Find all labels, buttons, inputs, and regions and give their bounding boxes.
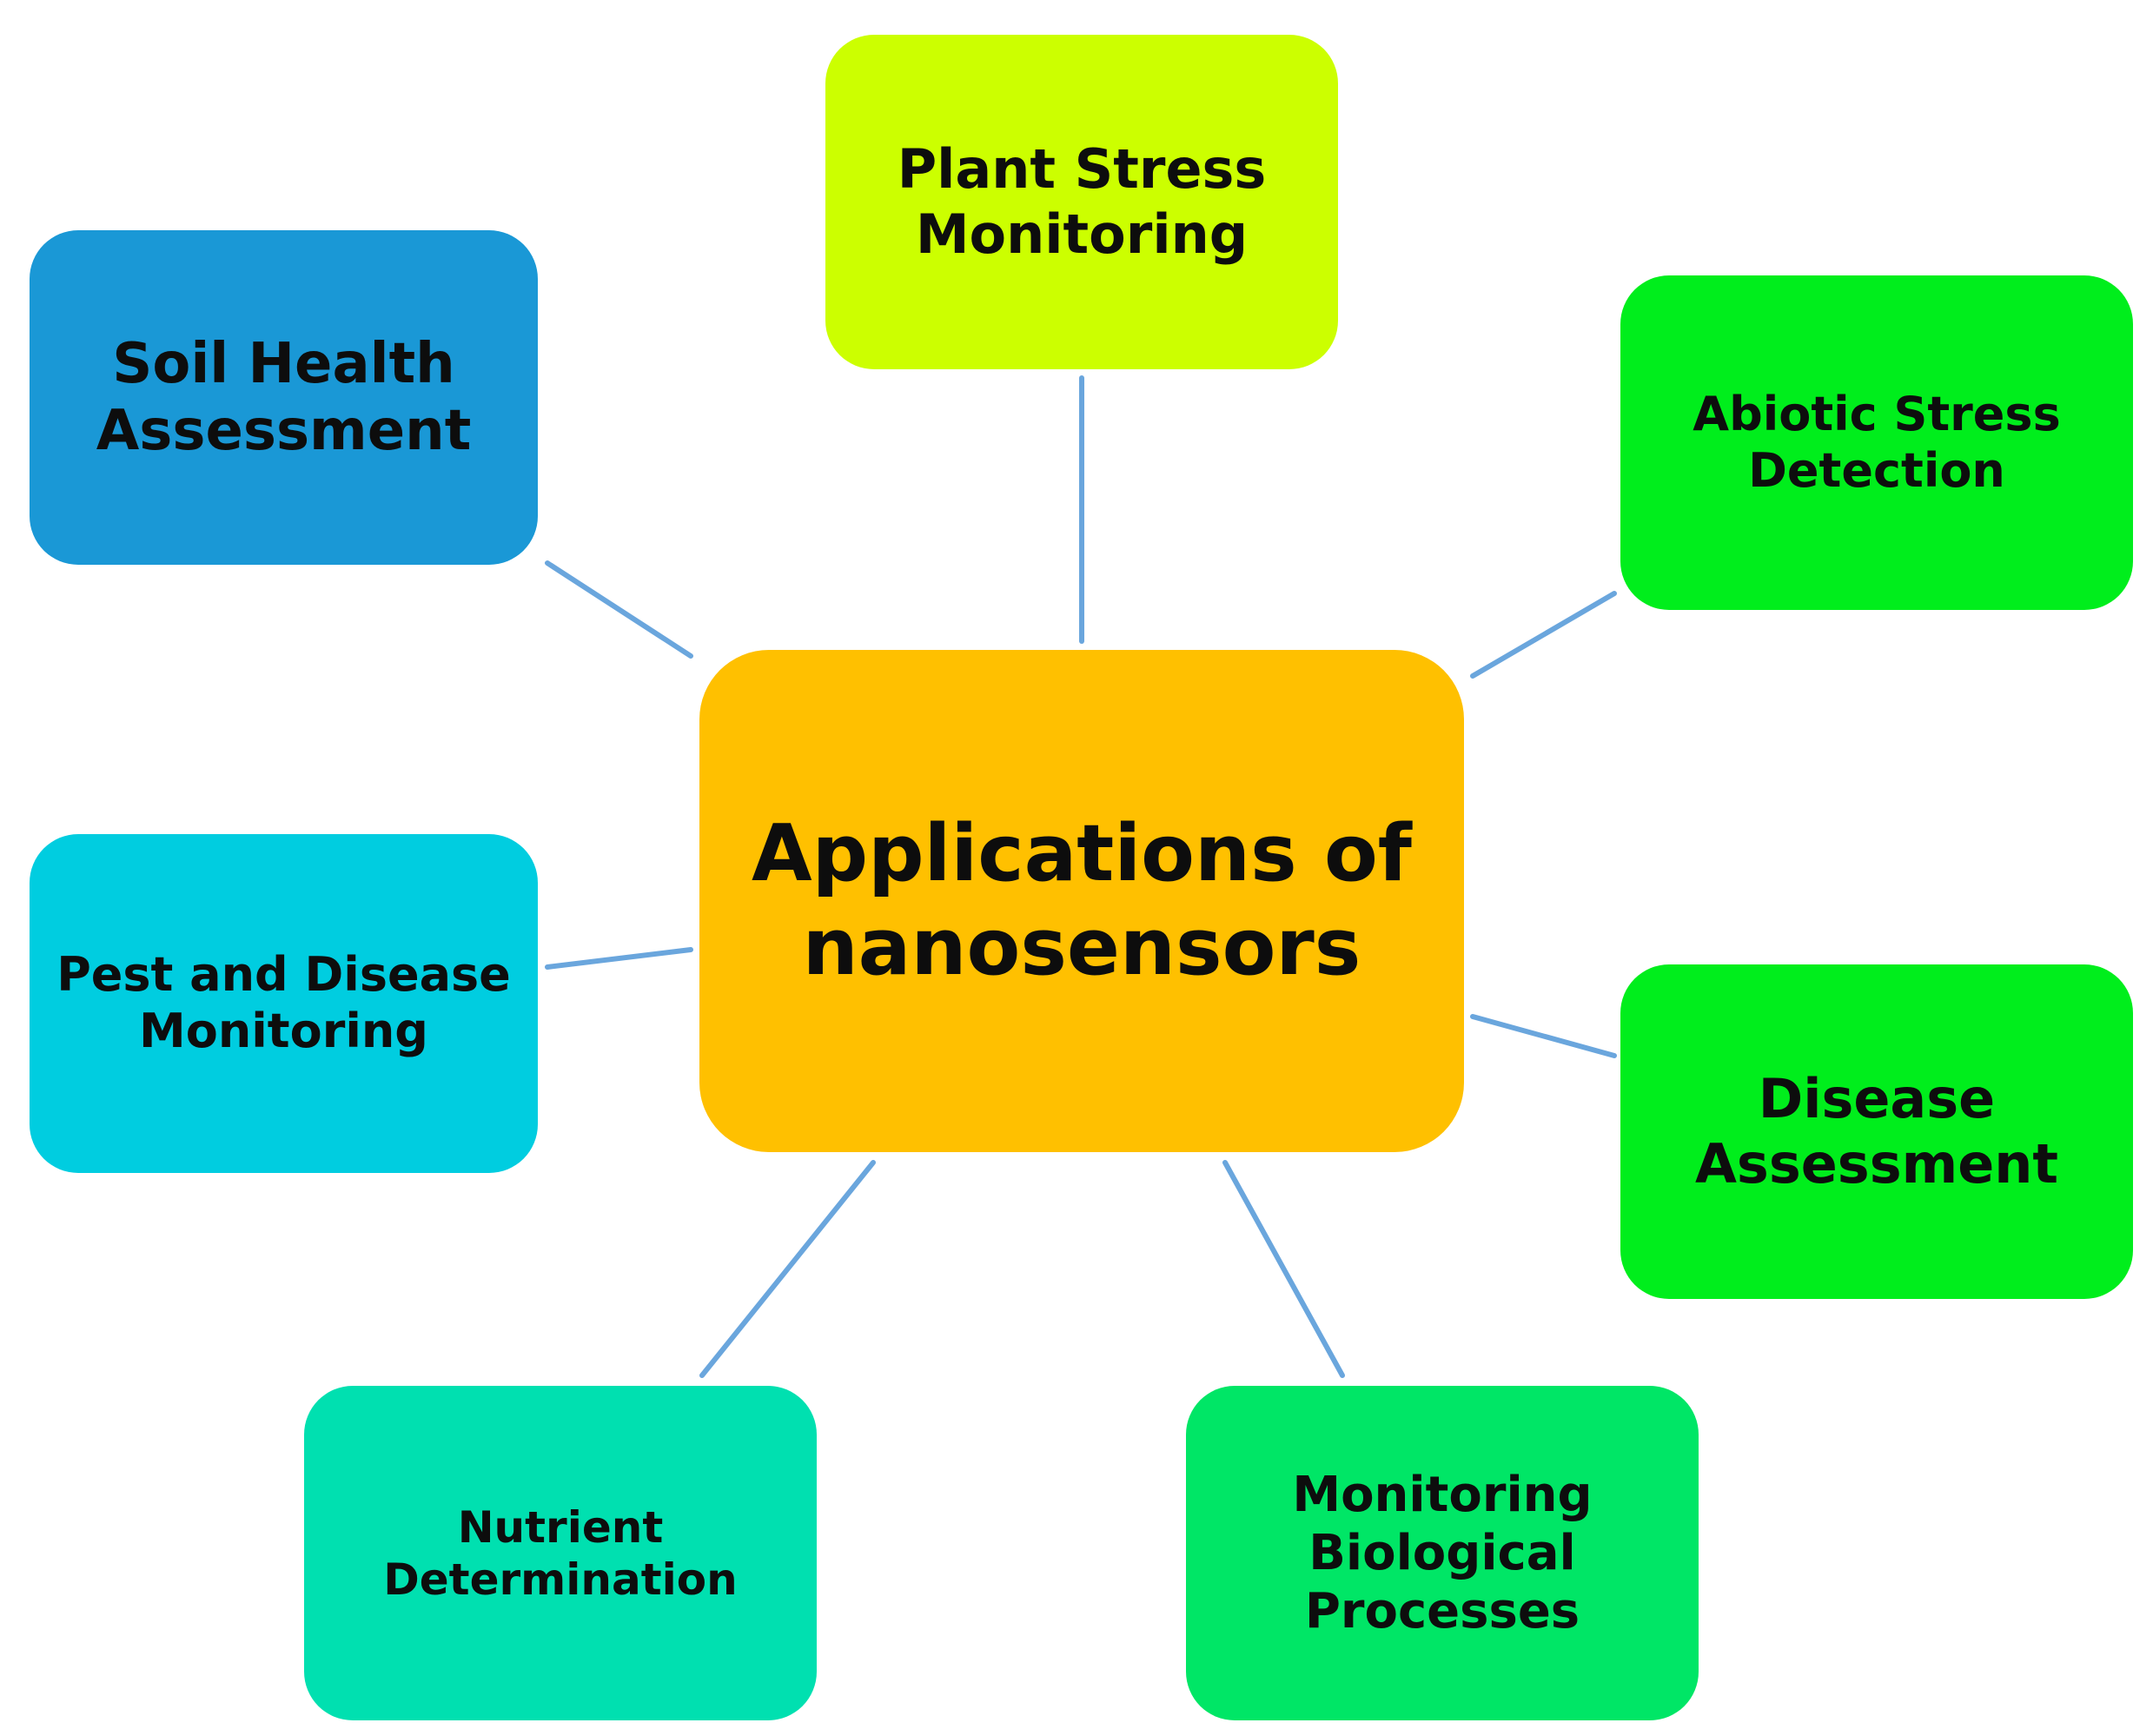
connector-nutrient: [699, 1160, 876, 1378]
node-label-line2: Detection: [1748, 442, 2005, 498]
node-label-line2: Monitoring: [139, 1004, 428, 1058]
node-label-line3: Processes: [1304, 1583, 1580, 1640]
node-label-line2: Assessment: [1694, 1131, 2059, 1196]
node-label-line1: Plant Stress: [897, 137, 1267, 202]
connector-soil-health: [545, 560, 693, 659]
node-disease-assessment: Disease Assessment: [1620, 964, 2133, 1299]
node-nutrient-determination: Nutrient Determination: [304, 1386, 817, 1720]
connector-abiotic-stress: [1470, 591, 1617, 679]
node-label-line2: Assessment: [96, 398, 472, 463]
node-label-line1: Abiotic Stress: [1693, 386, 2061, 441]
node-label-line2: Biological: [1308, 1524, 1576, 1581]
node-label-line2: Monitoring: [915, 202, 1249, 266]
connector-disease-assessment: [1470, 1014, 1617, 1058]
node-pest-and-disease-monitoring: Pest and Disease Monitoring: [30, 834, 538, 1173]
node-soil-health-assessment: Soil Health Assessment: [30, 230, 538, 565]
node-label-line1: Nutrient: [457, 1501, 664, 1553]
center-label-line1: Applications of: [752, 808, 1412, 899]
node-abiotic-stress-detection: Abiotic Stress Detection: [1620, 275, 2133, 610]
connector-biological: [1222, 1160, 1345, 1378]
node-label-line1: Pest and Disease: [56, 947, 511, 1003]
node-plant-stress-monitoring: Plant Stress Monitoring: [825, 35, 1338, 369]
node-label-line1: Disease: [1758, 1067, 1996, 1131]
connector-pest-disease: [545, 947, 693, 970]
node-label-line1: Soil Health: [112, 331, 455, 396]
center-node: Applications of nanosensors: [699, 650, 1464, 1152]
node-monitoring-biological-processes: Monitoring Biological Processes: [1186, 1386, 1699, 1720]
node-label-line2: Determination: [383, 1554, 738, 1605]
center-label-line2: nanosensors: [802, 902, 1361, 993]
node-label-line1: Monitoring: [1292, 1466, 1593, 1523]
